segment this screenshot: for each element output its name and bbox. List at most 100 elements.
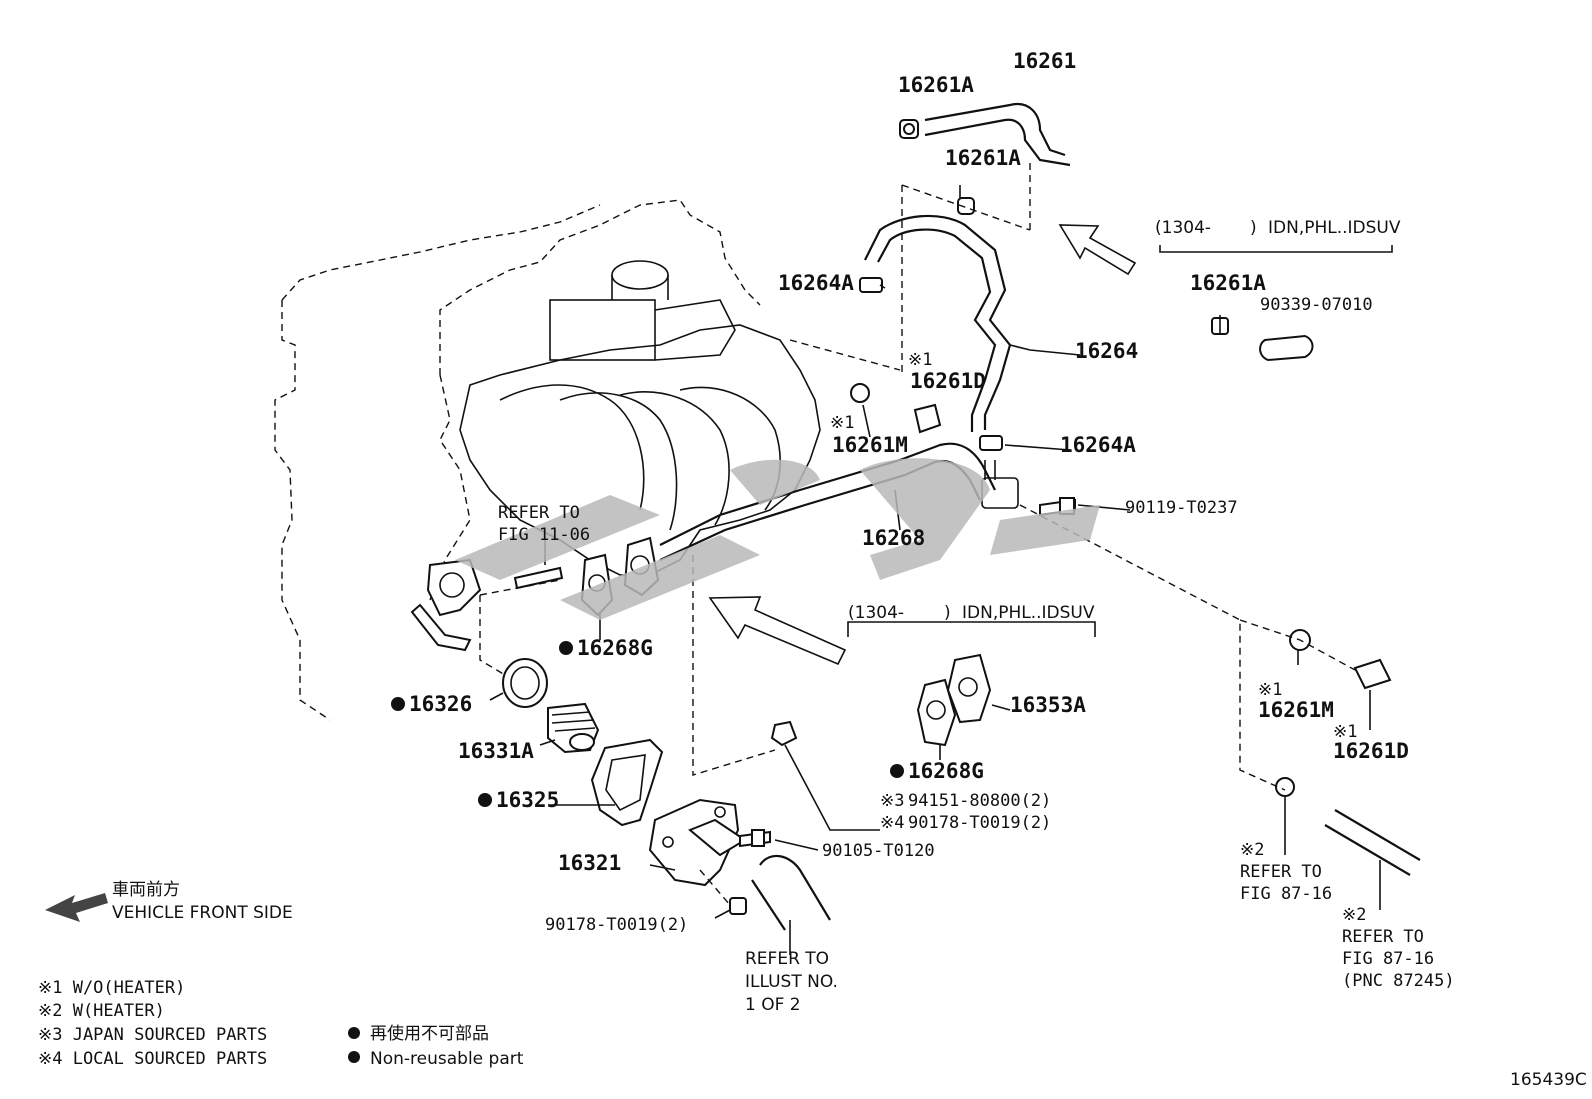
non-reusable-dot (478, 793, 492, 807)
label-16264: 16264 (1075, 339, 1138, 363)
label-90105: 90105-T0120 (822, 841, 935, 861)
orientation-note: 車両前方 VEHICLE FRONT SIDE (112, 880, 293, 923)
dashed-connectors (479, 160, 1356, 906)
plug-16261D-right (1353, 658, 1392, 690)
clamp-16264A-left (859, 277, 883, 293)
label-16326: 16326 (409, 692, 472, 716)
refer-illust-line3: 1 OF 2 (745, 995, 801, 1015)
clamp-16261A-mid (957, 197, 975, 215)
stud-fig-11-06 (513, 566, 564, 590)
nut-90178-bottom (729, 897, 747, 915)
label-16325: 16325 (496, 788, 559, 812)
refer-illust-line2: ILLUST NO. (745, 972, 838, 992)
label-16268: 16268 (862, 526, 925, 550)
applicability-range-top: (1304- (1155, 218, 1211, 238)
label-16264A-right: 16264A (1060, 433, 1136, 457)
applicability-range-mid: (1304- (848, 603, 904, 623)
legend-non-reusable-jp: 再使用不可部品 (370, 1023, 489, 1044)
thermostat-16331A (547, 702, 600, 754)
label-16353A: 16353A (1010, 693, 1086, 717)
plug-90339 (1259, 334, 1314, 362)
hose-refer-illust (751, 854, 831, 931)
label-90339: 90339-07010 (1260, 295, 1373, 315)
label-16268G-left: 16268G (577, 636, 653, 660)
label-90119: 90119-T0237 (1125, 498, 1238, 518)
applicability-markets-top: IDN,PHL..IDSUV (1268, 218, 1401, 238)
label-16261A-box: 16261A (1190, 271, 1266, 295)
refer-to-fig-87-16-a-line1: REFER TO (1240, 862, 1322, 882)
label-16261M-mid: 16261M (832, 433, 908, 457)
part-labels: 16261 16261A 16261A 16264A 16264 ※1 1626… (391, 49, 1455, 1015)
bolt-90105 (739, 829, 771, 848)
legend-non-reusable-en: Non-reusable part (370, 1049, 524, 1069)
front-side-en: VEHICLE FRONT SIDE (112, 903, 293, 923)
refer-to-fig-87-16-b-line1: REFER TO (1342, 927, 1424, 947)
watermark-logo (455, 458, 1100, 620)
hose-heater (1324, 809, 1421, 876)
non-reusable-dot (559, 641, 573, 655)
legend-1: ※1 W/O(HEATER) (38, 978, 185, 998)
mark-1-b: ※1 (830, 413, 854, 433)
mark-2-a: ※2 (1240, 840, 1264, 860)
nut-94151 (770, 720, 798, 747)
label-16261D-mid: 16261D (910, 369, 986, 393)
mark-2-b: ※2 (1342, 905, 1366, 925)
mark-3: ※3 (880, 791, 904, 811)
legend-4: ※4 LOCAL SOURCED PARTS (38, 1049, 267, 1069)
refer-illust-line1: REFER TO (745, 949, 829, 969)
refer-to-fig-11-06-line1: REFER TO (498, 503, 580, 523)
hose-16264 (864, 214, 1012, 432)
label-16261A-top: 16261A (898, 73, 974, 97)
gasket-16325 (590, 738, 664, 827)
label-90178-bottom: 90178-T0019(2) (545, 915, 688, 935)
mark-1-d: ※1 (1333, 722, 1357, 742)
label-90178-mid: 90178-T0019(2) (908, 813, 1051, 833)
intake-manifold (459, 260, 821, 576)
mark-1-c: ※1 (1258, 680, 1282, 700)
legend-3: ※3 JAPAN SOURCED PARTS (38, 1025, 267, 1045)
outlet-16321 (648, 798, 747, 887)
legend-2: ※2 W(HEATER) (38, 1001, 165, 1021)
clip-heater (1275, 777, 1295, 797)
label-16261D-right: 16261D (1333, 739, 1409, 763)
arrow-center (708, 596, 847, 666)
label-16264A-left: 16264A (778, 271, 854, 295)
plug-16261D-mid (913, 403, 942, 434)
non-reusable-dot (890, 764, 904, 778)
refer-to-pnc: (PNC 87245) (1342, 971, 1455, 991)
legend: ※1 W/O(HEATER) ※2 W(HEATER) ※3 JAPAN SOU… (38, 978, 524, 1069)
clamp-16261A-top (899, 119, 919, 139)
front-arrow-icon (45, 893, 108, 922)
figure-id: 165439C (1510, 1070, 1587, 1090)
gasket-16268G-right (916, 678, 957, 747)
clip-16261M-mid (850, 383, 870, 403)
label-16261A-mid: 16261A (945, 146, 1021, 170)
clamp-16264A-right (979, 435, 1003, 451)
legend-dot-en (348, 1051, 360, 1063)
engine-outline (274, 199, 761, 721)
applicability-close-top: ) (1250, 218, 1257, 238)
applicability-bracket-mid (847, 621, 1096, 637)
non-reusable-dot (391, 697, 405, 711)
label-16261: 16261 (1013, 49, 1076, 73)
mark-4: ※4 (880, 813, 904, 833)
arrow-top-right (1058, 224, 1137, 276)
label-94151: 94151-80800(2) (908, 791, 1051, 811)
refer-to-fig-87-16-b-line2: FIG 87-16 (1342, 949, 1434, 969)
applicability-close-mid: ) (944, 603, 951, 623)
mark-1-a: ※1 (908, 350, 932, 370)
legend-dot-jp (348, 1027, 360, 1039)
label-16268G-right: 16268G (908, 759, 984, 783)
front-side-jp: 車両前方 (112, 880, 180, 900)
label-16331A: 16331A (458, 739, 534, 763)
hose-16261 (924, 102, 1071, 167)
label-16261M-right: 16261M (1258, 698, 1334, 722)
oring-16326 (502, 658, 548, 708)
leader-lines (489, 185, 1381, 955)
applicability-markets-mid: IDN,PHL..IDSUV (962, 603, 1095, 623)
refer-to-fig-87-16-a-line2: FIG 87-16 (1240, 884, 1332, 904)
applicability-bracket-top (1159, 245, 1393, 253)
refer-to-fig-11-06-line2: FIG 11-06 (498, 525, 590, 545)
